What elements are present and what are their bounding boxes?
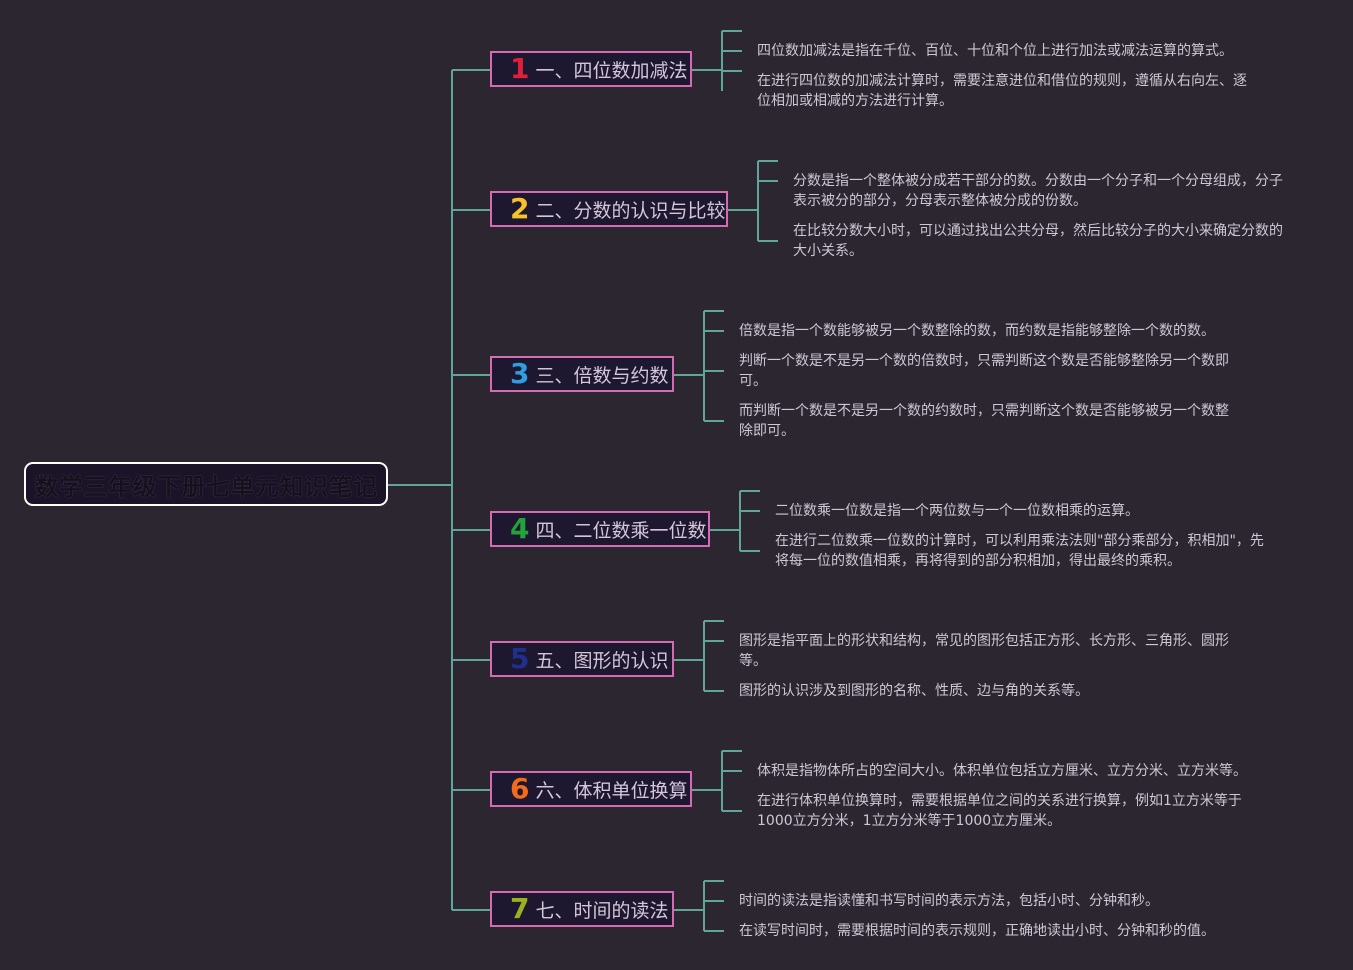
branch-label-5: 五、图形的认识: [535, 649, 669, 672]
note-3-1[interactable]: 倍数是指一个数能够被另一个数整除的数，而约数是指能够整除一个数的数。: [739, 323, 1215, 339]
branch-label-4: 四、二位数乘一位数: [535, 519, 707, 542]
branch-number-2: 2: [510, 192, 530, 225]
note-6-1[interactable]: 体积是指物体所占的空间大小。体积单位包括立方厘米、立方分米、立方米等。: [757, 763, 1247, 779]
branch-number-7: 7: [510, 892, 530, 925]
note-4-1[interactable]: 二位数乘一位数是指一个两位数与一个一位数相乘的运算。: [775, 503, 1139, 519]
branch-topic-1[interactable]: 1 一、四位数加减法: [490, 51, 692, 87]
note-3-2[interactable]: 判断一个数是不是另一个数的倍数时，只需判断这个数是否能够整除另一个数即可。: [739, 353, 1229, 389]
branch-topic-3[interactable]: 3 三、倍数与约数: [490, 356, 674, 392]
branch-number-1: 1: [510, 52, 530, 85]
branch-number-6: 6: [510, 772, 530, 805]
branch-label-2: 二、分数的认识与比较: [535, 199, 726, 222]
branch-number-5: 5: [510, 642, 530, 675]
note-1-2[interactable]: 在进行四位数的加减法计算时，需要注意进位和借位的规则，遵循从右向左、逐位相加或相…: [757, 73, 1247, 109]
branch-label-6: 六、体积单位换算: [535, 779, 688, 802]
branch-topic-5[interactable]: 5 五、图形的认识: [490, 641, 674, 677]
branch-topic-6[interactable]: 6 六、体积单位换算: [490, 771, 692, 807]
root-topic[interactable]: 数学三年级下册七单元知识笔记: [24, 462, 388, 506]
note-5-1[interactable]: 图形是指平面上的形状和结构，常见的图形包括正方形、长方形、三角形、圆形等。: [739, 633, 1229, 669]
branch-label-3: 三、倍数与约数: [535, 364, 669, 387]
note-7-2[interactable]: 在读写时间时，需要根据时间的表示规则，正确地读出小时、分钟和秒的值。: [739, 923, 1215, 939]
note-2-2[interactable]: 在比较分数大小时，可以通过找出公共分母，然后比较分子的大小来确定分数的大小关系。: [793, 223, 1283, 259]
root-title: 数学三年级下册七单元知识笔记: [34, 472, 378, 501]
branch-number-4: 4: [510, 512, 530, 545]
note-1-1[interactable]: 四位数加减法是指在千位、百位、十位和个位上进行加法或减法运算的算式。: [757, 43, 1233, 59]
branch-label-7: 七、时间的读法: [535, 899, 669, 922]
branch-topic-4[interactable]: 4 四、二位数乘一位数: [490, 511, 710, 547]
note-5-2[interactable]: 图形的认识涉及到图形的名称、性质、边与角的关系等。: [739, 683, 1089, 699]
branch-topic-7[interactable]: 7 七、时间的读法: [490, 891, 674, 927]
branch-number-3: 3: [510, 357, 530, 390]
note-3-3[interactable]: 而判断一个数是不是另一个数的约数时，只需判断这个数是否能够被另一个数整除即可。: [739, 403, 1229, 439]
note-6-2[interactable]: 在进行体积单位换算时，需要根据单位之间的关系进行换算，例如1立方米等于1000立…: [757, 793, 1242, 829]
branch-topic-2[interactable]: 2 二、分数的认识与比较: [490, 191, 728, 227]
branch-label-1: 一、四位数加减法: [535, 59, 688, 82]
note-7-1[interactable]: 时间的读法是指读懂和书写时间的表示方法，包括小时、分钟和秒。: [739, 893, 1159, 909]
note-4-2[interactable]: 在进行二位数乘一位数的计算时，可以利用乘法法则"部分乘部分，积相加"，先将每一位…: [775, 533, 1264, 569]
note-2-1[interactable]: 分数是指一个整体被分成若干部分的数。分数由一个分子和一个分母组成，分子表示被分的…: [793, 173, 1283, 209]
